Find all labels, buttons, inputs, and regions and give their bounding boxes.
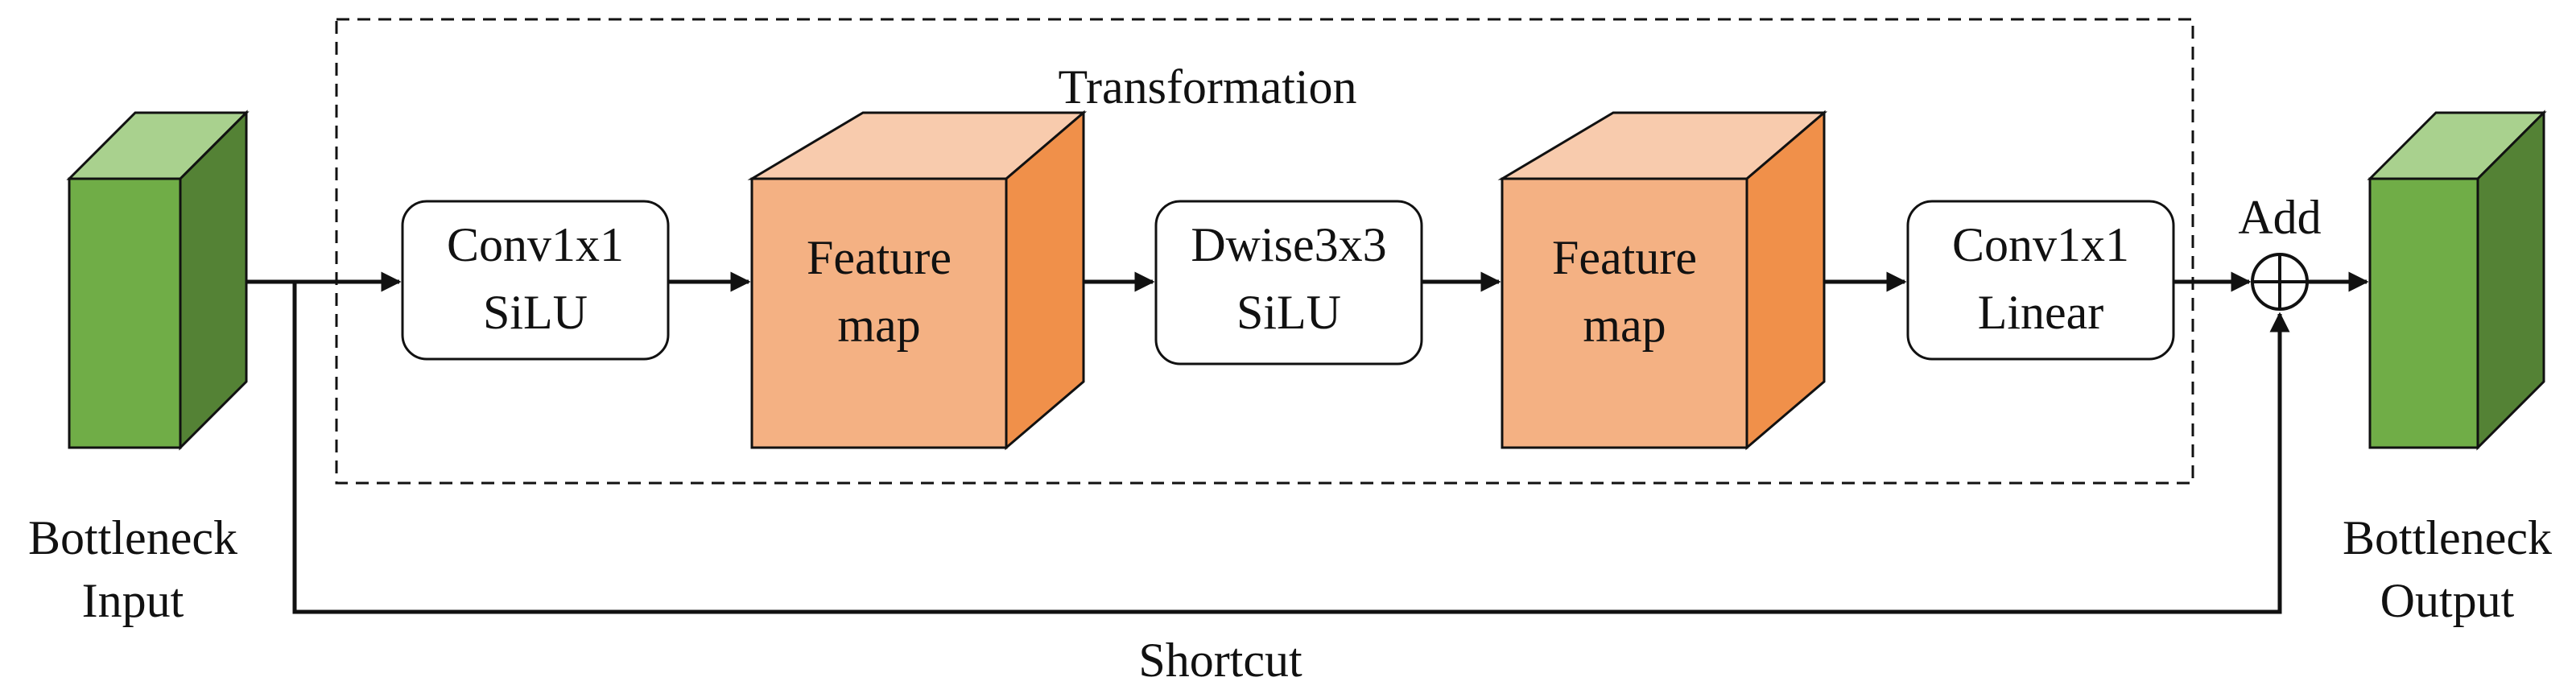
bottleneck-output-label-line1: Bottleneck: [2343, 511, 2552, 564]
dwise3x3-silu-label-line2: SiLU: [1236, 286, 1341, 339]
feature-map-2-label-line2: map: [1583, 299, 1666, 352]
dwise3x3-silu-label-line1: Dwise3x3: [1191, 218, 1386, 271]
bottleneck-output-cube: [2367, 109, 2547, 451]
bottleneck-input-label-line2: Input: [82, 574, 184, 627]
conv1x1-linear-label-line2: Linear: [1978, 286, 2104, 339]
feature-map-cube-2: [1497, 109, 1828, 451]
transformation-label: Transformation: [1058, 60, 1356, 114]
feature-map-1-label-line2: map: [837, 299, 920, 352]
feature-map-cube-1: [747, 109, 1088, 451]
conv1x1-linear-label-line1: Conv1x1: [1952, 218, 2129, 271]
shortcut-path: [292, 282, 2290, 614]
transformation-region: [335, 18, 2194, 485]
add-node-icon: [2251, 253, 2309, 311]
conv1x1-silu-label-line2: SiLU: [483, 286, 588, 339]
bottleneck-output-label-line2: Output: [2380, 574, 2515, 627]
bottleneck-input-label-line1: Bottleneck: [28, 511, 237, 564]
feature-map-1-label-line1: Feature: [807, 231, 952, 284]
bottleneck-input-cube: [66, 109, 250, 451]
conv1x1-silu-label-line1: Conv1x1: [447, 218, 624, 271]
shortcut-label: Shortcut: [1138, 634, 1302, 687]
feature-map-2-label-line1: Feature: [1552, 231, 1697, 284]
add-label: Add: [2238, 191, 2321, 244]
